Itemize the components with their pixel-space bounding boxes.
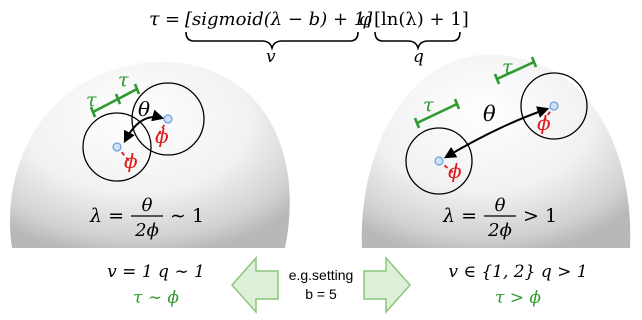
left-lambda-den: 2ϕ [134, 220, 159, 241]
right-phi-label-2: ϕ [537, 111, 551, 135]
v-underbrace [185, 31, 359, 51]
right-phi-label-1: ϕ [448, 159, 462, 183]
right-circle-upper [520, 72, 588, 140]
right-theta-label: θ [483, 102, 496, 126]
left-lambda-lhs: λ = [89, 205, 124, 227]
left-block-arrow [230, 256, 279, 314]
setting-value: b = 5 [305, 286, 337, 302]
q-underbrace [374, 31, 461, 51]
formula-q-term: [ln(λ) + 1] [374, 9, 469, 30]
right-scene: τ τ θ ϕ ϕ λ = θ 2ϕ > 1 [361, 54, 631, 248]
q-label: q [413, 47, 424, 67]
formula-equals: = [165, 9, 180, 30]
left-theta-arrow [123, 109, 165, 144]
right-lambda-num: θ [495, 195, 506, 216]
left-lambda-rhs: ∼ 1 [170, 205, 204, 227]
left-result-line2: τ ∼ ϕ [133, 288, 179, 308]
left-scene: τ τ θ ϕ ϕ λ = θ 2ϕ ∼ 1 [9, 61, 290, 248]
right-circle-lower [405, 127, 473, 195]
right-lambda-den: 2ϕ [487, 220, 512, 241]
right-tau-bars [413, 56, 538, 129]
left-circle-lower [82, 112, 152, 182]
left-lambda-num: θ [142, 195, 153, 216]
top-formula: τ = [sigmoid(λ − b) + 1] φ [ln(λ) + 1] v… [149, 8, 469, 67]
left-point-1 [112, 142, 122, 152]
left-phi-label-1: ϕ [124, 149, 138, 173]
right-point-1 [434, 156, 444, 166]
setting-label: e.g.setting [289, 267, 354, 283]
right-point-2 [549, 101, 559, 111]
right-theta-arrow [443, 106, 550, 159]
left-result-line1: v = 1 q ∼ 1 [107, 262, 205, 282]
right-lambda-rhs: > 1 [523, 205, 557, 227]
formula-phi: φ [359, 9, 372, 30]
right-block-arrow [363, 256, 412, 314]
formula-v-term: [sigmoid(λ − b) + 1] [185, 9, 373, 30]
v-label: v [266, 47, 276, 67]
right-result-line1: v ∈ {1, 2} q > 1 [448, 262, 587, 282]
right-tau-label-1: τ [423, 94, 434, 116]
bottom-row: v = 1 q ∼ 1 τ ∼ ϕ e.g.setting b = 5 v ∈ … [107, 256, 588, 314]
right-lambda-lhs: λ = [442, 205, 477, 227]
left-tau-bars [89, 83, 141, 118]
right-result-line2: τ > ϕ [495, 288, 541, 308]
left-point-2 [163, 114, 173, 124]
left-phi-label-2: ϕ [155, 124, 169, 148]
left-tau-label-1: τ [86, 89, 97, 111]
left-tau-label-2: τ [118, 69, 129, 91]
right-tau-label-2: τ [502, 56, 513, 78]
formula-tau: τ [149, 8, 160, 30]
left-theta-label: θ [138, 97, 150, 121]
